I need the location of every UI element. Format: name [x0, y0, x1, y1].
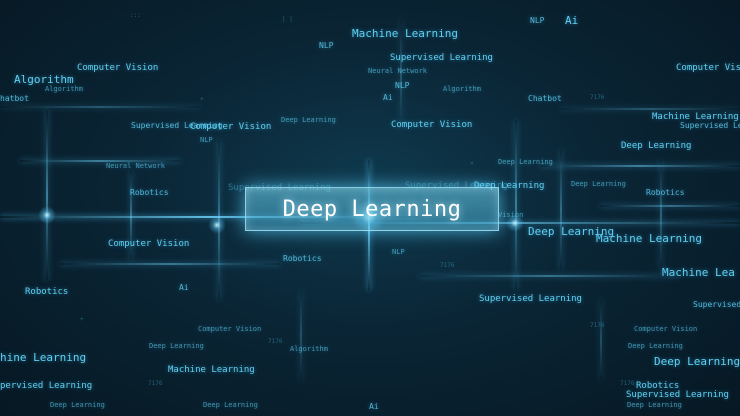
light-streak: [300, 290, 302, 380]
term-label: Machine Learning: [596, 232, 702, 245]
term-label: Robotics: [646, 188, 685, 197]
term-label: Machine Learning: [352, 27, 458, 40]
light-streak: [560, 108, 740, 110]
term-label: Deep Learning: [474, 181, 545, 191]
term-label: Ai: [383, 93, 393, 102]
term-label: Computer Vision: [391, 120, 473, 130]
term-label: hatbot: [0, 94, 29, 103]
term-label: Robotics: [283, 254, 322, 263]
light-streak: [46, 110, 48, 280]
term-label: Machine Learning: [652, 112, 739, 122]
term-label: NLP: [530, 16, 545, 25]
light-streak: [60, 263, 280, 265]
term-label: Chatbot: [528, 94, 562, 103]
term-label: Supervised: [693, 300, 740, 309]
term-label: Computer Vision: [77, 63, 159, 73]
light-streak: [600, 300, 602, 380]
term-label: Supervised Learning: [131, 121, 223, 130]
term-label: Deep Learning: [571, 180, 626, 188]
term-label: Machine Learning: [168, 365, 255, 375]
term-label: Supervised Learning: [680, 121, 740, 130]
term-label: pervised Learning: [0, 381, 93, 391]
light-streak: [540, 165, 740, 167]
headline-banner: Deep Learning: [245, 187, 499, 231]
term-label: Robotics: [25, 287, 69, 297]
term-label: Computer Vision: [676, 63, 740, 73]
light-streak: [600, 205, 740, 207]
term-label: Computer Vision: [198, 325, 262, 333]
term-label: Supervised Learning: [390, 53, 493, 63]
lens-flare: [506, 214, 524, 232]
term-label: Deep Learning: [149, 342, 204, 350]
term-label: Machine Lea: [662, 266, 735, 279]
term-label: Ai: [179, 283, 189, 292]
term-label: Deep Learning: [281, 116, 336, 124]
term-label: Neural Network: [368, 67, 428, 75]
light-streak: [660, 160, 662, 270]
term-label: Deep Learning: [628, 342, 683, 350]
term-label: Computer Vision: [190, 122, 272, 132]
term-label: Ai: [565, 14, 579, 27]
lens-flare: [208, 216, 226, 234]
term-label: Neural Network: [106, 162, 166, 170]
term-label: Supervised Learning: [479, 294, 582, 304]
term-label: Algorithm: [290, 345, 328, 353]
term-label: Deep Learning: [528, 225, 615, 238]
term-label: Supervised Learning: [405, 181, 508, 191]
term-label: NLP: [200, 136, 213, 144]
term-label: Ai: [369, 402, 379, 411]
term-label: Deep Learning: [627, 401, 682, 409]
term-label: Robotics: [636, 381, 680, 391]
lens-flare: [38, 206, 56, 224]
term-label: hine Learning: [0, 351, 87, 364]
term-label: Supervised Learning: [626, 390, 729, 400]
term-label: NLP: [392, 248, 405, 256]
term-label: NLP: [395, 81, 410, 90]
term-label: Algorithm: [45, 85, 83, 93]
term-label: Computer Vision: [634, 325, 698, 333]
light-streak: [0, 106, 200, 108]
light-streak: [420, 275, 680, 277]
term-label: Algorithm: [14, 73, 74, 86]
term-label: Deep Learning: [203, 401, 258, 409]
term-label: Deep Learning: [498, 158, 553, 166]
term-label: Deep Learning: [654, 355, 740, 368]
term-label: Algorithm: [443, 85, 481, 93]
light-streak: [560, 150, 562, 270]
term-label: Robotics: [130, 188, 169, 197]
term-label: Vision: [498, 211, 524, 219]
term-label: Computer Vision: [108, 239, 190, 249]
term-label: Deep Learning: [621, 141, 692, 151]
headline-title: Deep Learning: [282, 196, 462, 222]
light-streak: [515, 120, 517, 290]
term-label: Deep Learning: [50, 401, 105, 409]
term-label: NLP: [319, 41, 334, 50]
